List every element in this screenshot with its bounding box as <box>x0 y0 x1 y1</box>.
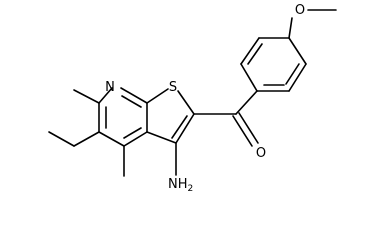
bond-carbonyl-o-a <box>232 115 253 147</box>
bond-s-c2 <box>177 90 195 115</box>
bond-c2-c3-double <box>171 115 188 139</box>
bond-c3a-c4 <box>123 131 148 147</box>
molecule-canvas: N S O O NH2 <box>48 3 337 194</box>
amino-nh-text: NH <box>168 177 188 192</box>
bond-c5-ethyl-ch2 <box>73 131 100 147</box>
bond-c3a-c4-double <box>123 127 142 139</box>
bond-c4-c5 <box>98 131 125 147</box>
bond-ph-c5-c6 <box>288 63 307 92</box>
bond-ethyl-ch3 <box>48 131 75 147</box>
bond-c3-c3a <box>146 131 177 144</box>
nitrogen-atom-label: N <box>105 80 115 95</box>
bond-c6-n <box>98 87 113 104</box>
bond-c6-methyl <box>73 89 100 104</box>
bond-ph-double-1 <box>247 43 263 65</box>
ether-oxygen-label: O <box>295 3 305 18</box>
molecule-structure: N S O O NH2 <box>48 3 337 194</box>
bond-n-c7a-double <box>121 95 142 108</box>
ketone-oxygen-label: O <box>256 146 266 161</box>
amino-group-label: NH2 <box>168 177 193 194</box>
sulfur-atom-label: S <box>169 80 177 95</box>
bond-carbonyl-o-b <box>238 112 259 144</box>
bond-ph-c4-c5 <box>288 37 307 65</box>
bond-c7a-s <box>146 88 169 104</box>
bond-carbonyl-phenyl <box>235 90 258 115</box>
bond-n-c7a <box>120 87 148 104</box>
bond-c2-c3 <box>175 113 195 144</box>
bond-ph-c2-c3 <box>240 37 260 65</box>
bond-ph-c1-c2 <box>240 63 258 92</box>
bond-ph-o-ether <box>288 17 293 39</box>
amino-subscript-text: 2 <box>188 184 194 194</box>
bond-ph-double-2 <box>285 63 300 85</box>
